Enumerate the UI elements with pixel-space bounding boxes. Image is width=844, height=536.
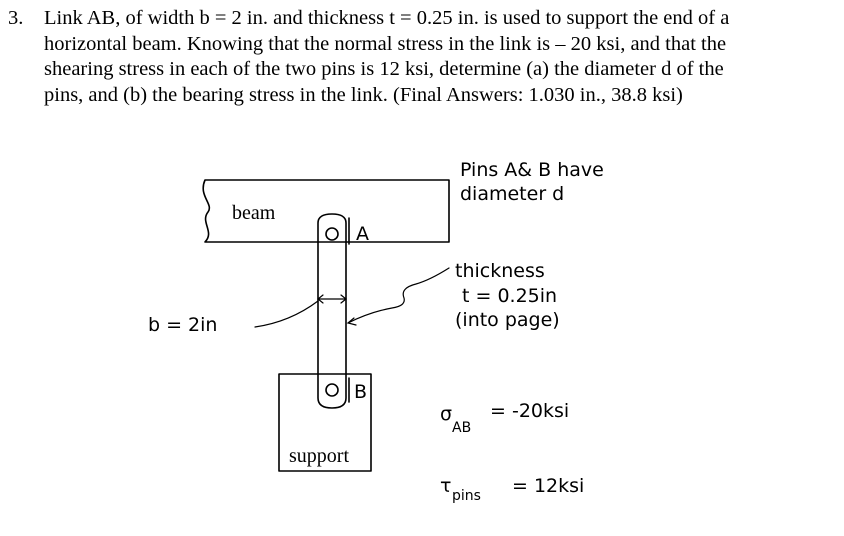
width-arrowheads — [317, 294, 347, 304]
pin-a — [325, 227, 339, 241]
sigma-symbol: σ — [440, 403, 452, 425]
support-outline — [278, 373, 372, 472]
tau-symbol: τ — [440, 475, 451, 497]
pin-b-label: B — [354, 381, 367, 403]
problem-text: Link AB, of width b = 2 in. and thicknes… — [44, 7, 730, 106]
thickness-arrowhead — [346, 317, 357, 326]
support-label: support — [289, 445, 349, 467]
beam-outline — [202, 179, 450, 243]
thickness-line1: thickness — [455, 260, 545, 282]
thickness-leader — [347, 267, 450, 324]
link-ab — [317, 213, 347, 409]
sigma-subscript: AB — [452, 420, 471, 436]
thickness-line3: (into page) — [455, 309, 560, 331]
problem-number: 3. — [8, 7, 24, 29]
pins-note-line1: Pins A& B have — [460, 159, 604, 181]
pins-note-line2: diameter d — [460, 183, 564, 205]
tau-subscript: pins — [452, 488, 481, 504]
sigma-value: = -20ksi — [490, 400, 569, 422]
pin-a-label: A — [356, 223, 369, 245]
pin-b — [325, 383, 339, 397]
tau-value: = 12ksi — [512, 475, 584, 497]
thickness-line2: t = 0.25in — [462, 285, 557, 307]
width-label: b = 2in — [148, 314, 217, 336]
width-leader — [254, 300, 319, 328]
beam-label: beam — [232, 202, 276, 224]
